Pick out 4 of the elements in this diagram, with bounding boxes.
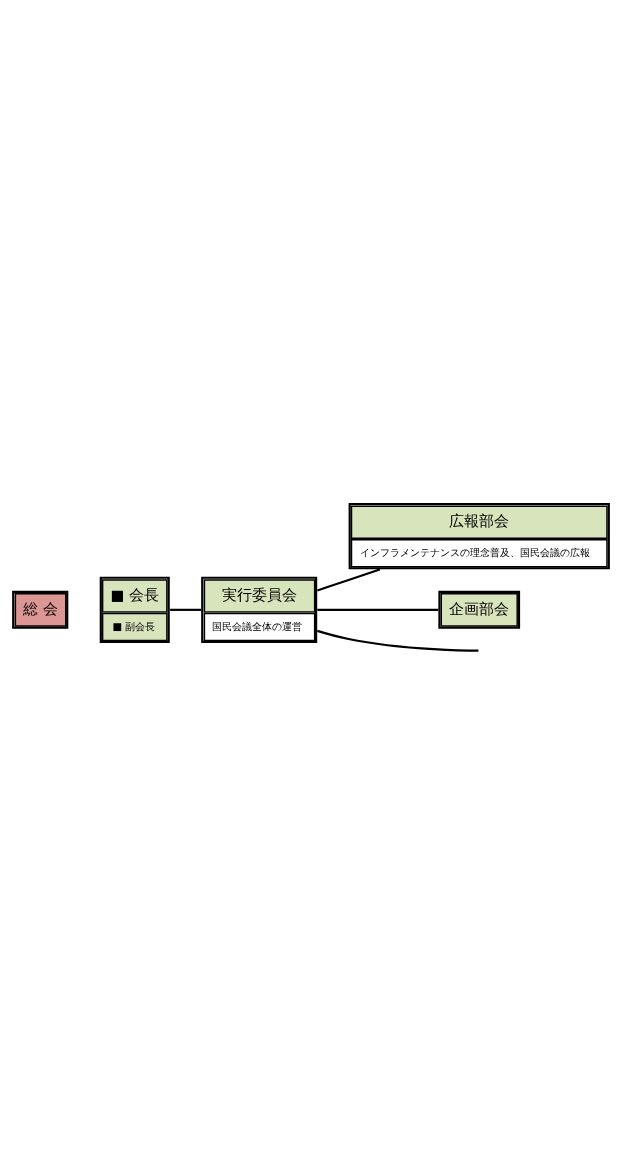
connector	[317, 568, 381, 592]
connector	[170, 608, 202, 611]
connector	[317, 629, 479, 652]
connector	[317, 608, 439, 611]
